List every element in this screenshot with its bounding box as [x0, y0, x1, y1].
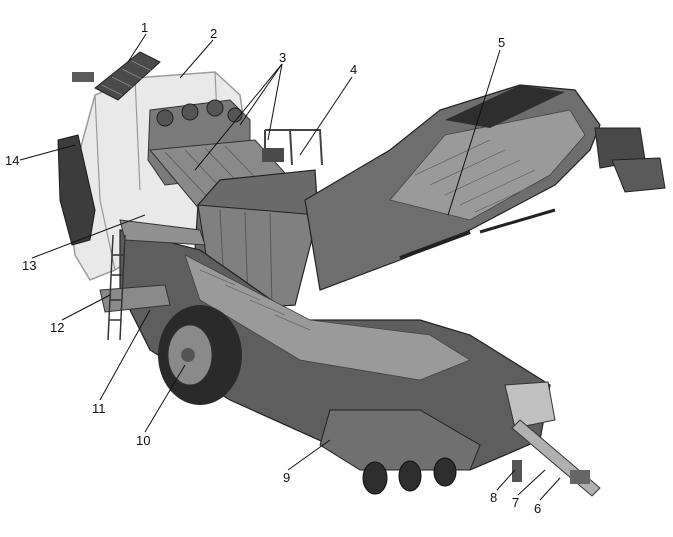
leader-9: [287, 439, 331, 471]
callout-1: 1: [141, 20, 148, 35]
leader-8: [496, 469, 516, 491]
drawbar-housing: [504, 381, 556, 429]
operator-platform: [99, 284, 171, 313]
leader-lines: [19, 33, 561, 501]
hitch-stand: [512, 460, 522, 482]
callout-4: 4: [350, 62, 357, 77]
callout-14: 14: [5, 153, 19, 168]
top-elevator: [94, 51, 161, 101]
leader-3c: [267, 63, 283, 141]
leader-13: [31, 214, 146, 259]
digging-unit: [319, 409, 481, 471]
callout-11: 11: [92, 401, 106, 416]
share-discs: [362, 457, 457, 495]
leader-7: [517, 469, 546, 496]
leader-3b: [239, 63, 283, 126]
leader-5: [447, 49, 501, 216]
leader-3a: [194, 63, 283, 171]
discharge-tip: [611, 157, 666, 193]
leader-1: [127, 33, 147, 63]
leader-12: [61, 294, 111, 321]
leader-11: [99, 309, 151, 401]
callout-3: 3: [279, 50, 286, 65]
discharge-belt-slats: [414, 139, 551, 213]
drawbar: [511, 419, 601, 497]
callout-2: 2: [210, 26, 217, 41]
hydraulic-cylinder-1: [399, 230, 471, 260]
wheel-hub: [181, 348, 195, 362]
main-conveyor-slats: [199, 269, 311, 331]
callout-7: 7: [512, 495, 519, 510]
leader-6: [539, 477, 561, 501]
callout-labels: 1 2 3 4 5 6 7 8 9 10 11 12 13 14: [5, 20, 541, 516]
hitch-eye: [570, 470, 590, 484]
hydraulic-cylinder-2: [479, 208, 556, 234]
access-ladder: [107, 234, 126, 341]
upper-platform: [119, 219, 206, 246]
rollers: [156, 99, 243, 127]
discharge-belt: [389, 109, 586, 221]
hydraulic-motor: [72, 72, 94, 82]
callout-5: 5: [498, 35, 505, 50]
callout-9: 9: [283, 470, 290, 485]
leader-10: [144, 364, 186, 433]
machine-illustration: [57, 51, 666, 497]
callout-10: 10: [136, 433, 150, 448]
leader-14: [19, 144, 76, 161]
top-elevator-slats: [101, 60, 153, 96]
control-box: [262, 148, 284, 162]
discharge-side-dark: [445, 85, 565, 128]
callout-13: 13: [22, 258, 36, 273]
leader-2: [179, 39, 214, 79]
callout-8: 8: [490, 490, 497, 505]
leader-4: [299, 76, 353, 156]
callout-6: 6: [534, 501, 541, 516]
side-conveyor: [57, 134, 96, 246]
callout-12: 12: [50, 320, 64, 335]
